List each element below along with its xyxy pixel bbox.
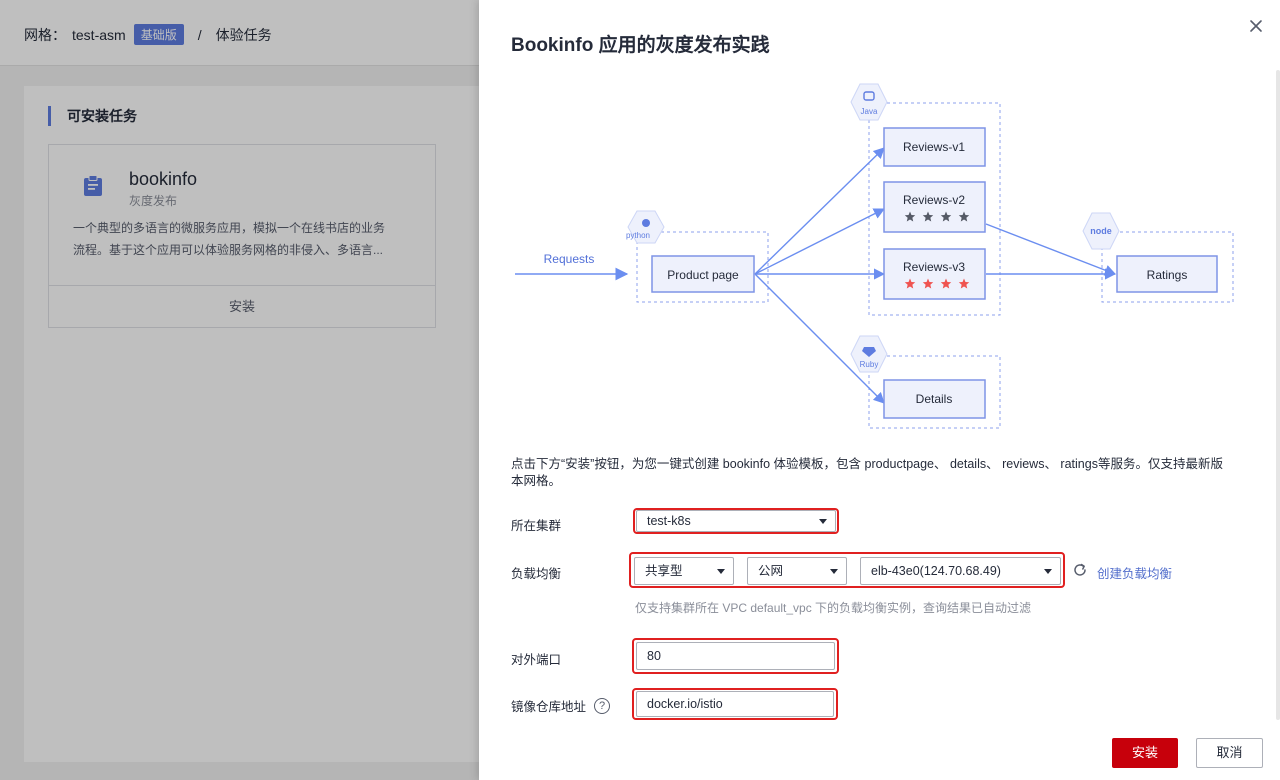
details-node (883, 379, 986, 419)
python-label: python (626, 231, 650, 240)
node-icon: node (1082, 212, 1120, 250)
reviews-v2-node (883, 181, 986, 233)
star-icon (904, 278, 916, 289)
install-button[interactable]: 安装 (1112, 738, 1178, 768)
arrow-to-reviews-v2 (754, 208, 886, 275)
cluster-select[interactable]: test-k8s (636, 510, 836, 532)
create-lb-link[interactable]: 创建负载均衡 (1097, 567, 1173, 581)
arrow-to-reviews-v1 (754, 147, 885, 275)
diagram-svg: Requests Product page Reviews-v1 Reviews… (515, 83, 1234, 429)
breadcrumb-separator: / (197, 26, 202, 43)
lb-label: 负载均衡 (511, 567, 562, 581)
install-description: 点击下方“安装”按钮，为您一键式创建 bookinfo 体验模板，包含 prod… (511, 457, 1223, 488)
gray-stars (904, 211, 970, 222)
node-container (1101, 231, 1234, 303)
lb-instance-select[interactable]: elb-43e0(124.70.68.49) (860, 557, 1061, 585)
java-container (868, 102, 1001, 316)
cancel-button[interactable]: 取消 (1196, 738, 1263, 768)
red-stars (904, 278, 970, 289)
clipboard-icon (84, 175, 102, 196)
star-icon (958, 211, 970, 222)
lb-network-value: 公网 (758, 564, 784, 578)
arrow-v2-to-ratings (985, 223, 1117, 276)
breadcrumb-label: 网格： (24, 26, 66, 43)
section-title: 可安装任务 (48, 106, 137, 126)
scrollbar[interactable] (1276, 70, 1280, 720)
help-icon[interactable]: ? (594, 697, 611, 714)
highlight-frame (633, 508, 839, 534)
reviews-v3-node (883, 248, 986, 300)
task-list-panel: 可安装任务 bookinfo 灰度发布 一个典型的多语言的微服务应用，模拟一个在… (24, 86, 484, 762)
port-input[interactable]: 80 (636, 642, 835, 670)
chevron-down-icon (717, 569, 725, 574)
chevron-down-icon (819, 519, 827, 524)
task-type: 灰度发布 (129, 194, 178, 208)
cluster-select-value: test-k8s (647, 514, 691, 528)
chevron-down-icon (830, 569, 838, 574)
task-card-bookinfo[interactable]: bookinfo 灰度发布 一个典型的多语言的微服务应用，模拟一个在线书店的业务… (48, 144, 436, 328)
lb-instance-value: elb-43e0(124.70.68.49) (871, 564, 1001, 578)
ruby-label: Ruby (860, 360, 879, 369)
breadcrumb-mesh-name[interactable]: test-asm (72, 26, 126, 43)
star-icon (940, 278, 952, 289)
lb-hint: 仅支持集群所在 VPC default_vpc 下的负载均衡实例，查询结果已自动… (635, 601, 1032, 615)
reviews-v1-node (883, 127, 986, 167)
task-install-button[interactable]: 安装 (49, 285, 435, 327)
product-page-node (651, 255, 755, 293)
reviews-v2-label: Reviews-v2 (903, 193, 965, 207)
registry-input[interactable]: docker.io/istio (636, 691, 834, 717)
highlight-frame (629, 552, 1065, 588)
ratings-label: Ratings (1147, 268, 1188, 282)
cluster-label: 所在集群 (511, 519, 562, 533)
registry-label-row: 镜像仓库地址 ? (511, 696, 611, 715)
product-page-label: Product page (667, 268, 739, 282)
breadcrumb: 网格： test-asm 基础版 / 体验任务 (24, 24, 272, 45)
close-icon[interactable] (1246, 16, 1266, 36)
python-container (636, 231, 769, 303)
chevron-down-icon (1044, 569, 1052, 574)
java-icon: Java (850, 83, 888, 121)
breadcrumb-page: 体验任务 (215, 26, 272, 43)
ruby-icon: Ruby (850, 335, 888, 373)
star-icon (940, 211, 952, 222)
star-icon (922, 278, 934, 289)
details-label: Details (916, 392, 953, 406)
edition-badge: 基础版 (133, 24, 184, 45)
arrow-to-details (754, 273, 885, 404)
lb-type-value: 共享型 (645, 564, 683, 578)
reviews-v1-label: Reviews-v1 (903, 140, 965, 154)
python-icon: python (626, 210, 665, 244)
drawer-title: Bookinfo 应用的灰度发布实践 (511, 35, 770, 56)
star-icon (958, 278, 970, 289)
highlight-frame (632, 638, 839, 674)
port-label: 对外端口 (511, 653, 562, 667)
node-label: node (1090, 226, 1112, 236)
star-icon (904, 211, 916, 222)
registry-label: 镜像仓库地址 (511, 700, 587, 714)
lb-network-select[interactable]: 公网 (747, 557, 847, 585)
install-drawer: Bookinfo 应用的灰度发布实践 Requests (479, 0, 1280, 780)
java-label: Java (861, 107, 878, 116)
refresh-icon[interactable] (1072, 562, 1088, 578)
star-icon (922, 211, 934, 222)
task-name: bookinfo (129, 169, 198, 189)
reviews-v3-label: Reviews-v3 (903, 260, 965, 274)
ratings-node (1116, 255, 1218, 293)
bookinfo-architecture-diagram: Requests Product page Reviews-v1 Reviews… (479, 70, 1280, 440)
highlight-frame (632, 688, 838, 720)
requests-label: Requests (544, 252, 595, 266)
lb-type-select[interactable]: 共享型 (634, 557, 734, 585)
